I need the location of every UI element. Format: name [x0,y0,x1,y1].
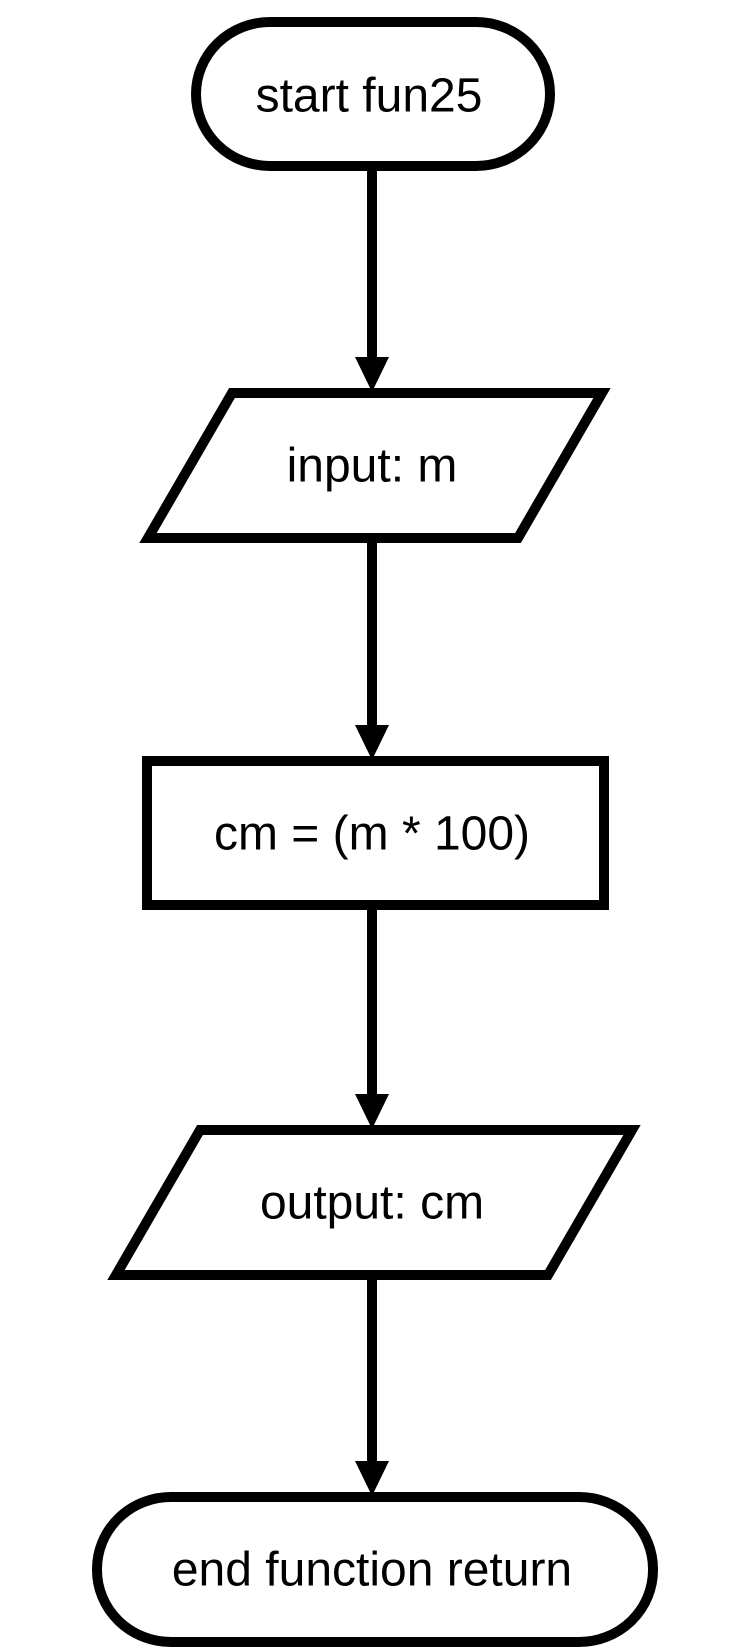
edge-input-to-process [355,535,389,760]
input-node-label: input: m [287,440,458,493]
output-parallelogram-shape [107,1125,641,1280]
edge-output-to-end [355,1273,389,1496]
input-node: input: m [139,388,611,543]
edge-start-to-input [355,164,389,392]
process-node-label: cm = (m * 100) [214,808,530,861]
start-node-label: start fun25 [256,70,483,123]
end-node: end function return [92,1492,658,1647]
end-terminator-shape [92,1492,658,1647]
output-node: output: cm [107,1125,641,1280]
end-node-label: end function return [172,1544,572,1597]
start-terminator-shape [191,17,555,171]
process-node: cm = (m * 100) [142,756,609,910]
input-parallelogram-shape [139,388,611,543]
output-node-label: output: cm [260,1177,484,1230]
process-rectangle-shape [142,756,609,910]
start-node: start fun25 [191,17,555,171]
edge-process-to-output [355,903,389,1129]
